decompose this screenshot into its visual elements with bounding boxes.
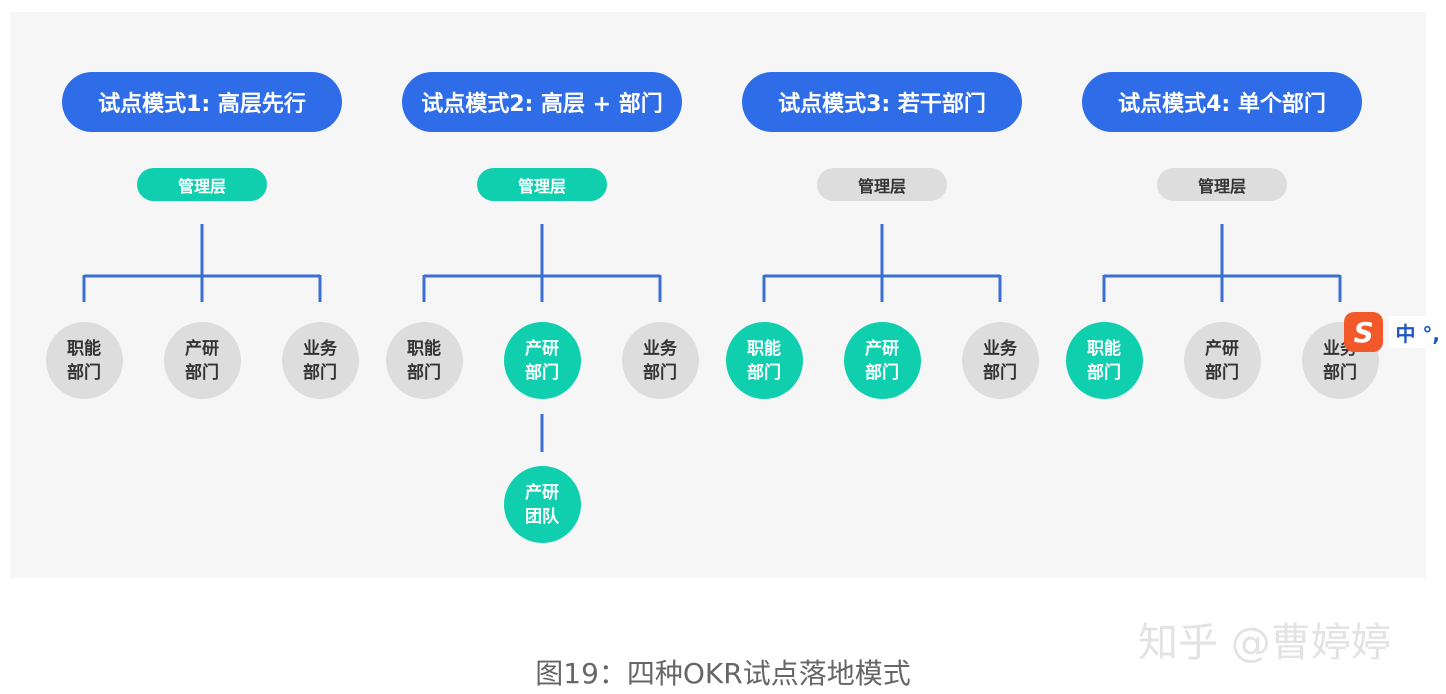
node-label-line2: 部门 [67, 362, 101, 383]
model-title: 试点模式3: 若干部门 [742, 72, 1022, 132]
node-label-line2: 部门 [303, 362, 337, 383]
management-node: 管理层 [817, 168, 947, 201]
department-node-functional: 职能 部门 [45, 322, 123, 399]
node-label-line2: 部门 [525, 362, 559, 383]
ime-toolbar[interactable]: S 中 °, [1344, 312, 1446, 352]
department-node-functional: 职能 部门 [385, 322, 463, 399]
node-label-line2: 部门 [1087, 362, 1121, 383]
node-label-line1: 产研 [525, 338, 559, 359]
department-node-business: 业务 部门 [621, 322, 699, 399]
management-node: 管理层 [1157, 168, 1287, 201]
sogou-logo-icon[interactable]: S [1344, 312, 1384, 352]
department-node-rnd: 产研 部门 [843, 322, 921, 399]
department-node-functional: 职能 部门 [725, 322, 803, 399]
node-label-line2: 部门 [983, 362, 1017, 383]
node-label-line2: 部门 [407, 362, 441, 383]
pilot-model-3: 试点模式3: 若干部门 管理层 职能 部门 产研 部门 业务 部门 [702, 0, 1062, 694]
node-label-line1: 职能 [747, 338, 781, 359]
department-node-business: 业务 部门 [281, 322, 359, 399]
node-label-line1: 产研 [1205, 338, 1239, 359]
node-label-line1: 产研 [865, 338, 899, 359]
department-node-rnd: 产研 部门 [163, 322, 241, 399]
node-label-line1: 职能 [407, 338, 441, 359]
team-node-rnd: 产研 团队 [503, 466, 581, 543]
node-label-line2: 部门 [865, 362, 899, 383]
model-title: 试点模式1: 高层先行 [62, 72, 342, 132]
ime-mode-indicator[interactable]: 中 °, [1389, 316, 1446, 348]
model-title: 试点模式2: 高层 + 部门 [402, 72, 682, 132]
pilot-model-2: 试点模式2: 高层 + 部门 管理层 职能 部门 产研 部门 业务 部门 产研 … [362, 0, 722, 694]
department-node-rnd: 产研 部门 [1183, 322, 1261, 399]
node-label-line2: 部门 [747, 362, 781, 383]
department-node-rnd: 产研 部门 [503, 322, 581, 399]
pilot-model-4: 试点模式4: 单个部门 管理层 职能 部门 产研 部门 业务 部门 [1042, 0, 1402, 694]
node-label-line1: 职能 [67, 338, 101, 359]
node-label-line2: 部门 [643, 362, 677, 383]
watermark: 知乎 @曹婷婷 [1138, 620, 1391, 666]
node-label-line1: 职能 [1087, 338, 1121, 359]
node-label-line2: 部门 [1323, 362, 1357, 383]
model-title: 试点模式4: 单个部门 [1082, 72, 1362, 132]
department-node-functional: 职能 部门 [1065, 322, 1143, 399]
node-label-line2: 部门 [185, 362, 219, 383]
node-label-line2: 部门 [1205, 362, 1239, 383]
figure-caption: 图19：四种OKR试点落地模式 [535, 657, 911, 690]
node-label-line2: 团队 [525, 506, 559, 527]
node-label-line1: 业务 [303, 338, 337, 359]
department-node-business: 业务 部门 [961, 322, 1039, 399]
node-label-line1: 业务 [643, 338, 677, 359]
node-label-line1: 业务 [983, 338, 1017, 359]
node-label-line1: 产研 [525, 482, 559, 503]
pilot-model-1: 试点模式1: 高层先行 管理层 职能 部门 产研 部门 业务 部门 [22, 0, 382, 694]
node-label-line1: 产研 [185, 338, 219, 359]
management-node: 管理层 [477, 168, 607, 201]
management-node: 管理层 [137, 168, 267, 201]
